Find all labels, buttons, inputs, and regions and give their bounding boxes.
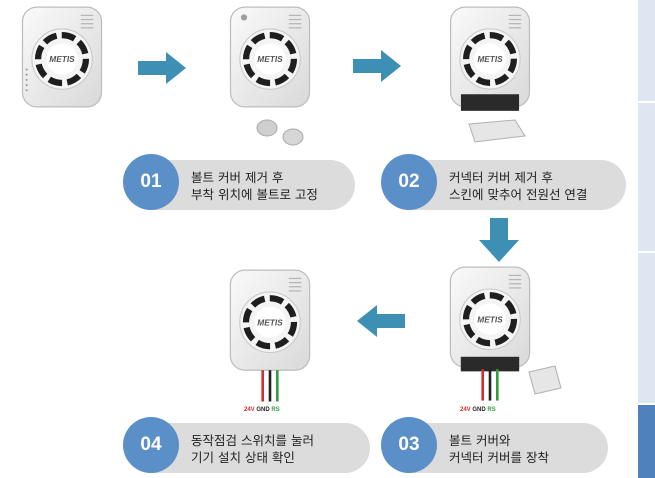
step-description: 커넥터 커버 제거 후 스킨에 맞추어 전원선 연결: [449, 169, 587, 203]
step-description: 동작점검 스위치를 눌러 기기 설치 상태 확인: [191, 432, 314, 466]
step-number-badge: 02: [381, 154, 437, 210]
step-01-card: 01 볼트 커버 제거 후 부착 위치에 볼트로 고정: [123, 154, 355, 210]
connector-cover-icon: [468, 119, 526, 143]
brand-logo: METIS: [257, 54, 283, 64]
step-03-card: 03 볼트 커버와 커넥터 커버를 장착: [381, 417, 608, 473]
wire-label-24v: 24V: [244, 407, 255, 413]
wire-label-gnd: GND: [256, 407, 270, 413]
step-number-badge: 01: [123, 154, 179, 210]
wire-label-24v: 24V: [460, 407, 471, 413]
device-image-installed-check: METIS: [228, 268, 312, 418]
wire-label-rs: RS: [271, 407, 280, 413]
step-line-2: 기기 설치 상태 확인: [191, 450, 295, 465]
sidebar-section-2: [638, 103, 655, 251]
step-line-1: 동작점검 스위치를 눌러: [191, 433, 314, 448]
sidebar-section-3: [638, 253, 655, 403]
wire-labels: 24V GND RS: [460, 407, 496, 413]
device-image-bolt-cover-removed: METIS: [228, 5, 312, 113]
step-04-card: 04 동작점검 스위치를 눌러 기기 설치 상태 확인: [123, 417, 370, 473]
brand-logo: METIS: [49, 54, 75, 64]
step-number-badge: 03: [381, 417, 437, 473]
arrow-left-icon: [357, 305, 405, 337]
brand-logo: METIS: [477, 54, 503, 64]
connector-cover-icon: [528, 365, 562, 395]
device-image-connector-cover-removed: METIS: [448, 5, 532, 119]
arrow-right-icon: [138, 52, 186, 84]
step-line-2: 부착 위치에 볼트로 고정: [191, 187, 318, 202]
step-line-2: 커넥터 커버를 장착: [449, 450, 549, 465]
step-description: 볼트 커버 제거 후 부착 위치에 볼트로 고정: [191, 169, 318, 203]
device-image-covers-attached: METIS: [448, 265, 532, 415]
step-number-badge: 04: [123, 417, 179, 473]
step-description: 볼트 커버와 커넥터 커버를 장착: [449, 432, 549, 466]
step-line-1: 커넥터 커버 제거 후: [449, 170, 553, 185]
step-line-2: 스킨에 맞추어 전원선 연결: [449, 187, 588, 202]
brand-logo: METIS: [477, 314, 503, 324]
sidebar-section-1: [638, 0, 655, 101]
wire-label-gnd: GND: [472, 407, 486, 413]
step-line-1: 볼트 커버와: [449, 433, 511, 448]
arrow-right-icon: [353, 50, 401, 82]
sidebar-section-active: [638, 405, 655, 478]
arrow-down-icon: [479, 218, 519, 262]
device-image-initial: METIS: [20, 5, 104, 113]
bolt-cap-icon: [256, 119, 304, 146]
wire-labels: 24V GND RS: [244, 407, 280, 413]
step-02-card: 02 커넥터 커버 제거 후 스킨에 맞추어 전원선 연결: [381, 154, 626, 210]
brand-logo: METIS: [257, 317, 283, 327]
step-line-1: 볼트 커버 제거 후: [191, 170, 284, 185]
wire-label-rs: RS: [487, 407, 496, 413]
